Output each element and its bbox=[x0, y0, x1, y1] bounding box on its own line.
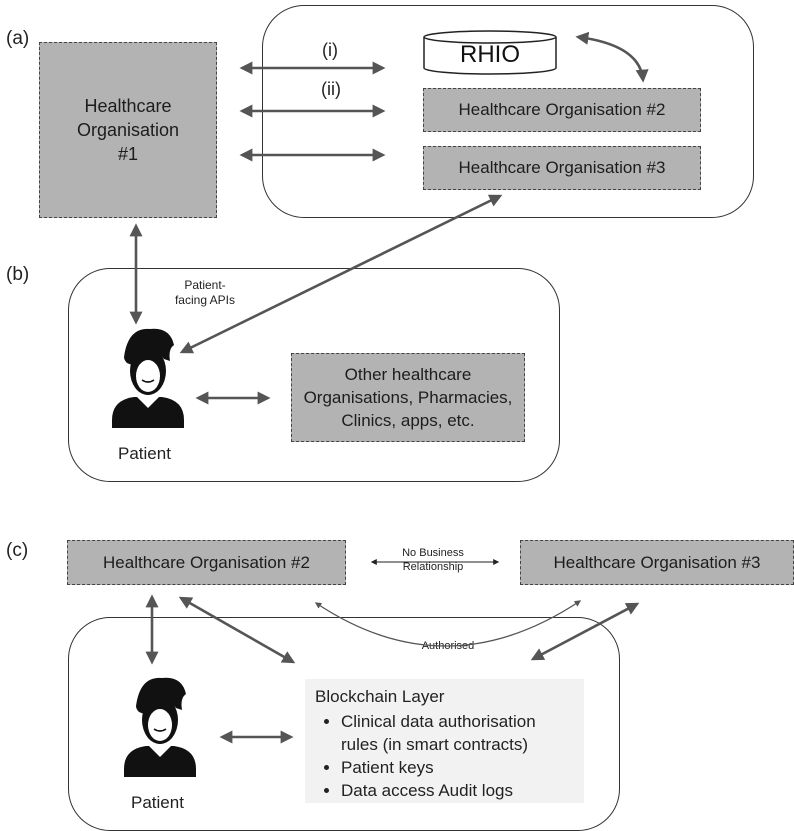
others-line-3: Clinics, apps, etc. bbox=[341, 411, 475, 430]
blockchain-items: Clinical data authorisation rules (in sm… bbox=[315, 710, 574, 802]
c-healthcare-org-2-box: Healthcare Organisation #2 bbox=[67, 540, 346, 585]
arrow-authorised bbox=[314, 600, 582, 647]
no-business-line-1: No Business bbox=[402, 547, 464, 559]
healthcare-org-2-box: Healthcare Organisation #2 bbox=[423, 88, 701, 132]
panel-a-label: (a) bbox=[6, 28, 30, 49]
arrow-c-blockchain-org3 bbox=[530, 602, 640, 661]
arrow-rhio-org2 bbox=[575, 31, 649, 83]
blockchain-item: Clinical data authorisation rules (in sm… bbox=[341, 710, 574, 756]
c-healthcare-org-3-box: Healthcare Organisation #3 bbox=[520, 540, 794, 585]
arrow-c-org2-blockchain bbox=[178, 596, 296, 664]
blockchain-layer-box: Blockchain Layer Clinical data authorisa… bbox=[305, 679, 584, 803]
c-org3-label: Healthcare Organisation #3 bbox=[553, 552, 761, 572]
panel-b-label: (b) bbox=[6, 264, 30, 285]
panel-c-arrows bbox=[145, 594, 640, 744]
arrow-label-i: (i) bbox=[322, 40, 338, 60]
blockchain-item: Patient keys bbox=[341, 756, 574, 779]
rhio-label: RHIO bbox=[460, 41, 520, 68]
blockchain-title: Blockchain Layer bbox=[315, 687, 445, 706]
others-line-1: Other healthcare bbox=[344, 365, 472, 384]
c-org2-label: Healthcare Organisation #2 bbox=[103, 552, 310, 572]
patient-label-c: Patient bbox=[131, 793, 184, 812]
healthcare-org-3-box: Healthcare Organisation #3 bbox=[423, 146, 701, 190]
arrow-patient-org3 bbox=[179, 194, 503, 354]
org1-line-2: Organisation bbox=[76, 120, 180, 140]
arrow-label-ii: (ii) bbox=[321, 79, 341, 99]
panel-a-arrows bbox=[129, 31, 649, 354]
other-healthcare-box: Other healthcare Organisations, Pharmaci… bbox=[291, 353, 525, 442]
patient-label-b: Patient bbox=[118, 444, 171, 463]
org1-line-1: Healthcare bbox=[84, 96, 172, 116]
blockchain-item: Data access Audit logs bbox=[341, 779, 574, 802]
panel-c-label: (c) bbox=[6, 540, 29, 561]
org2-label: Healthcare Organisation #2 bbox=[458, 100, 666, 119]
person-icon bbox=[112, 328, 184, 428]
org3-label: Healthcare Organisation #3 bbox=[458, 158, 666, 177]
others-line-2: Organisations, Pharmacies, bbox=[303, 388, 513, 407]
rhio-cylinder: RHIO bbox=[423, 30, 557, 75]
healthcare-org-1-box: Healthcare Organisation #1 bbox=[39, 42, 217, 218]
org1-line-3: #1 bbox=[117, 144, 139, 164]
person-icon bbox=[124, 677, 196, 777]
